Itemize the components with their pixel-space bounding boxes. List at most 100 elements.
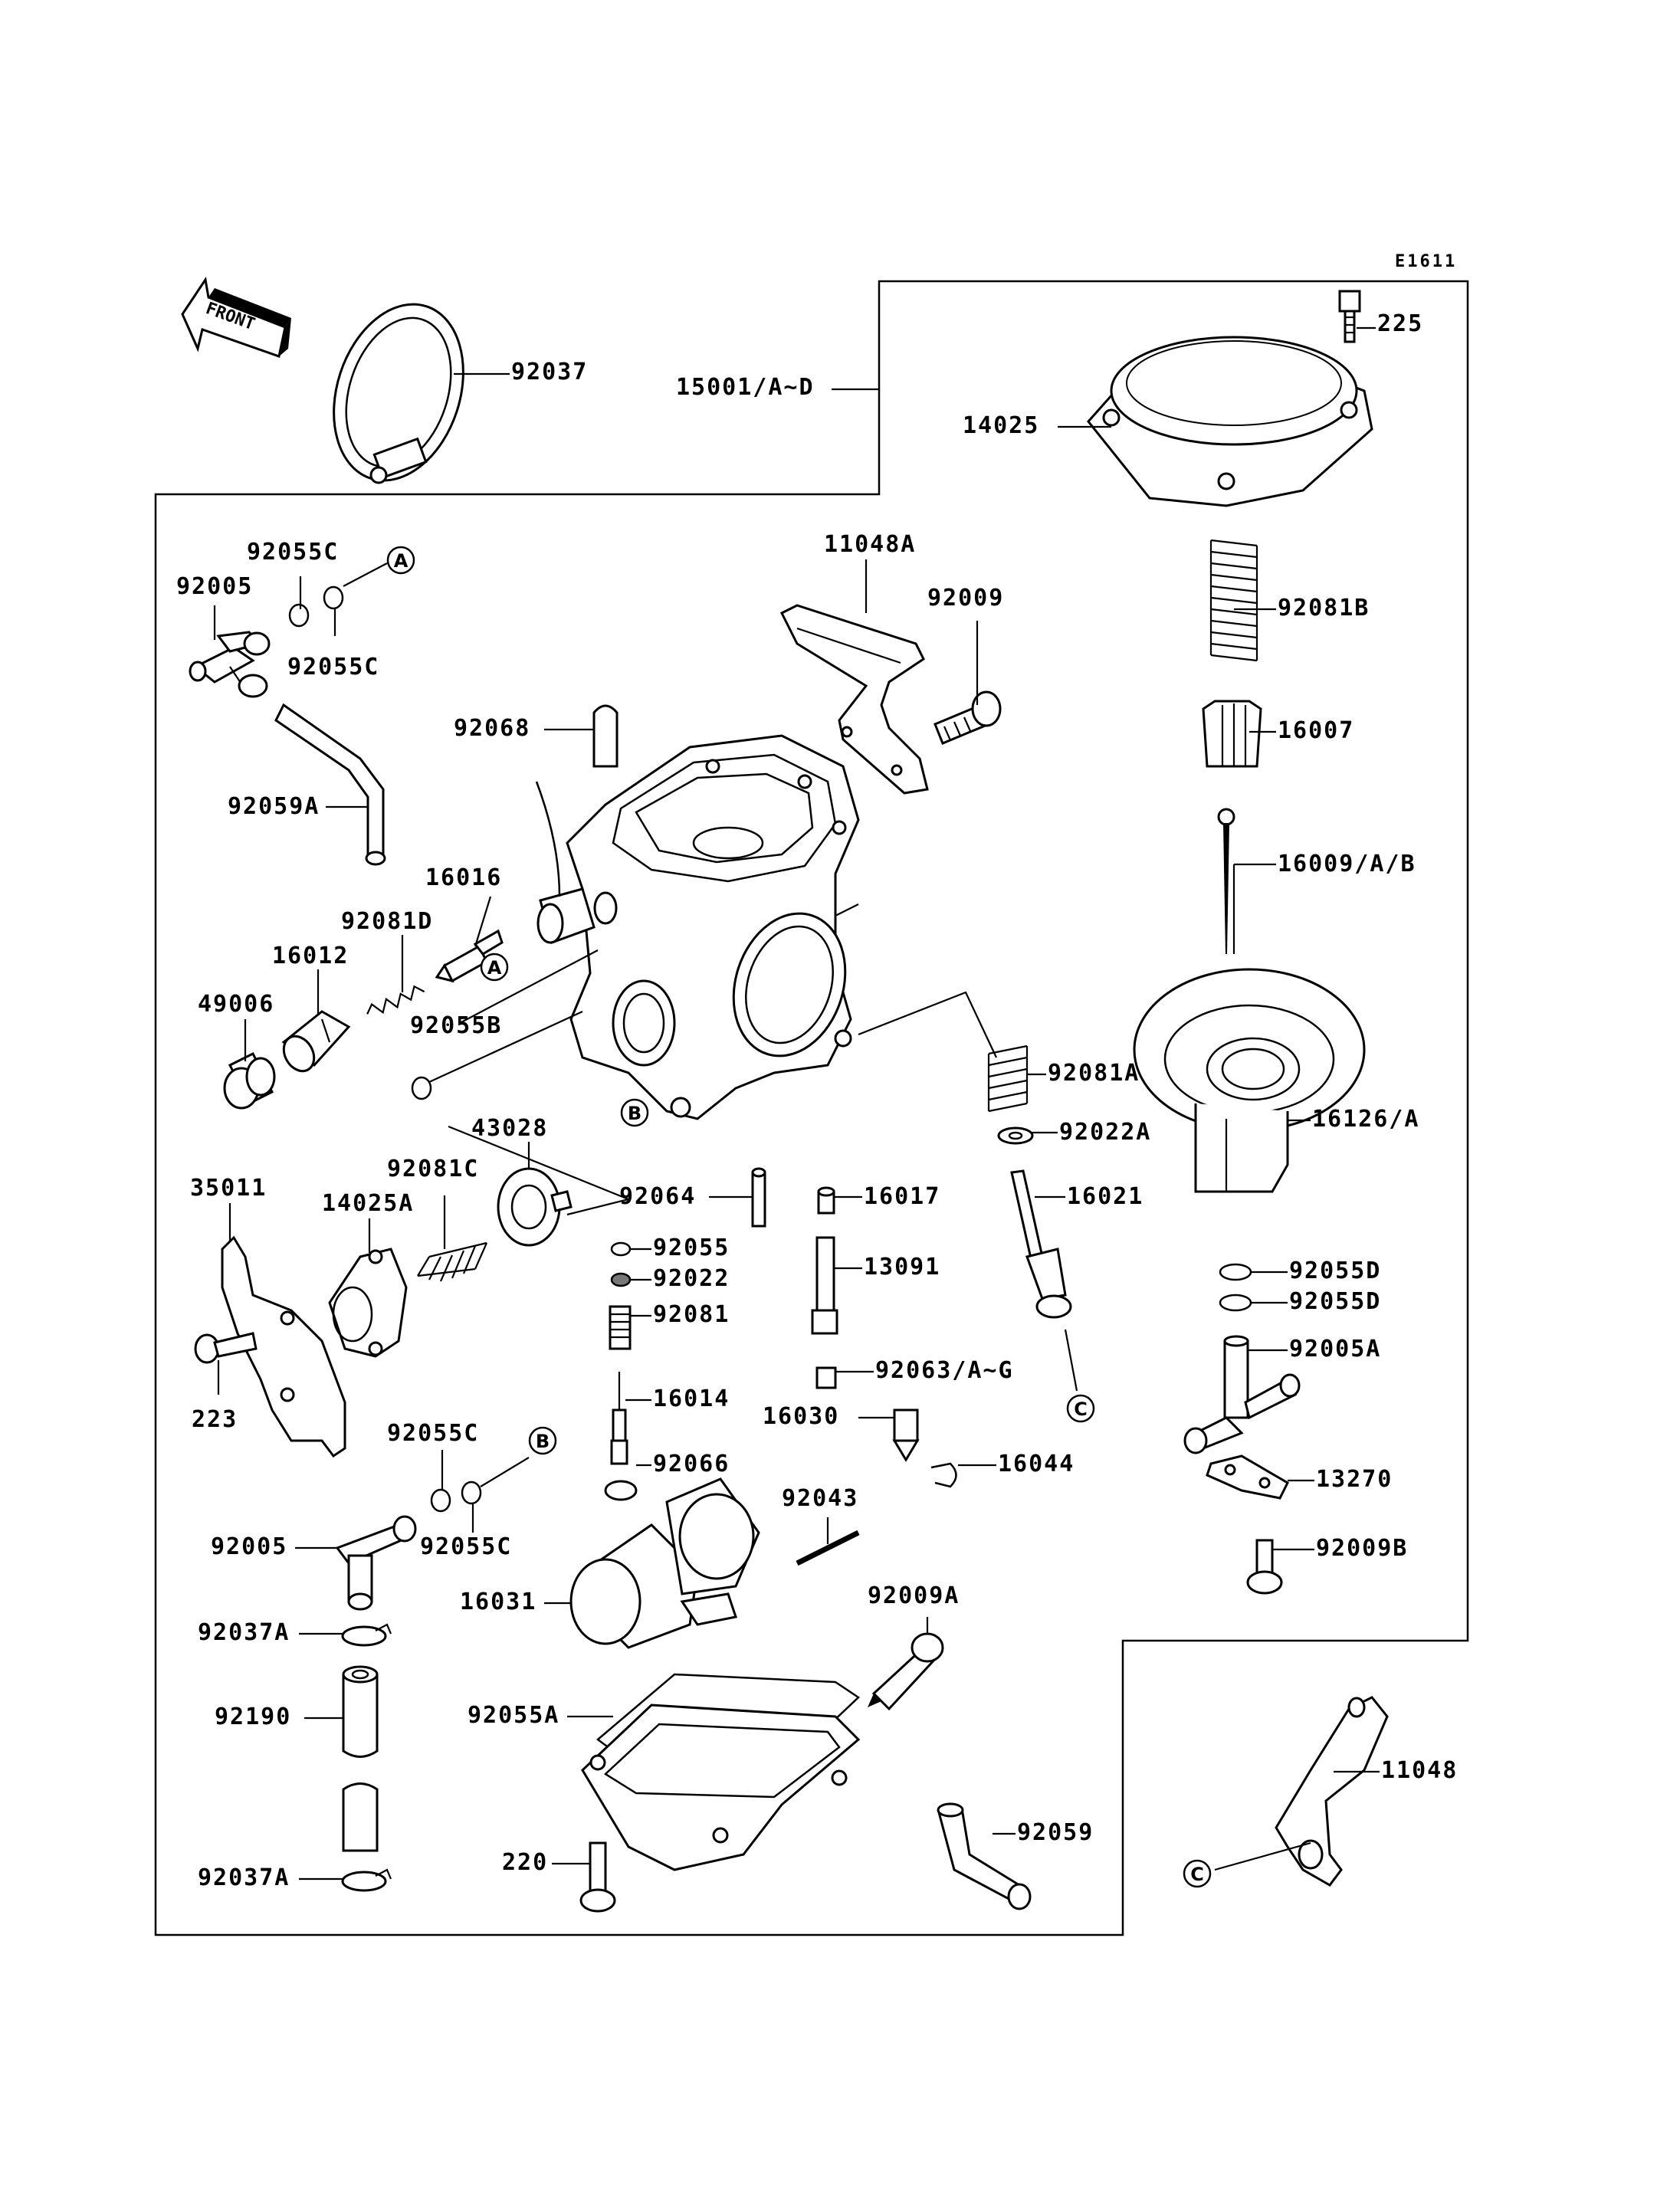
label-92037: 92037 xyxy=(511,359,588,385)
reference-circle-a-top: A xyxy=(386,546,415,575)
top-cover-14025 xyxy=(1087,336,1373,507)
svg-text:B: B xyxy=(628,1103,641,1124)
label-16016: 16016 xyxy=(425,864,502,891)
label-92055: 92055 xyxy=(653,1235,730,1261)
pilot-screw-16014 xyxy=(610,1372,628,1465)
label-92055c-2: 92055C xyxy=(287,654,379,680)
label-223: 223 xyxy=(192,1406,238,1433)
label-16009: 16009/A/B xyxy=(1278,851,1416,877)
label-11048a: 11048A xyxy=(824,531,916,558)
spring-92081c xyxy=(417,1241,488,1282)
label-92043: 92043 xyxy=(782,1485,858,1512)
fitting-92005a xyxy=(1183,1335,1301,1454)
spring-92081 xyxy=(609,1305,632,1350)
spring-92081d xyxy=(366,985,425,1015)
hose-92059 xyxy=(937,1802,1032,1910)
adjuster-16012 xyxy=(281,1010,351,1073)
label-92059a: 92059A xyxy=(228,793,320,820)
o-ring-92055c-3-shape xyxy=(430,1488,451,1513)
float-bowl xyxy=(581,1703,861,1871)
label-92081a: 92081A xyxy=(1048,1060,1140,1087)
label-225: 225 xyxy=(1377,310,1423,337)
spring-92081a xyxy=(987,1044,1029,1113)
label-92068: 92068 xyxy=(454,715,530,742)
label-92055a: 92055A xyxy=(468,1702,559,1729)
label-16031: 16031 xyxy=(460,1589,536,1615)
reference-circle-c-right: C xyxy=(1066,1394,1095,1423)
label-92055b: 92055B xyxy=(410,1012,502,1039)
main-jet-92063-shape xyxy=(815,1366,837,1389)
label-16044: 16044 xyxy=(998,1451,1075,1477)
plunger-16016 xyxy=(435,929,504,983)
assembly-frame xyxy=(154,280,1469,1936)
screw-225 xyxy=(1338,290,1361,343)
carburetor-body xyxy=(535,734,860,1120)
label-14025: 14025 xyxy=(963,412,1039,439)
label-92055d-2: 92055D xyxy=(1289,1288,1381,1315)
label-16021: 16021 xyxy=(1067,1183,1144,1210)
pin-92043 xyxy=(796,1530,860,1566)
cap-49006 xyxy=(223,1051,276,1110)
label-16126: 16126/A xyxy=(1312,1106,1419,1133)
spring-92081b xyxy=(1209,539,1258,662)
svg-text:C: C xyxy=(1190,1864,1204,1885)
screw-220 xyxy=(579,1841,616,1913)
front-arrow-icon: FRONT xyxy=(181,277,291,358)
o-ring-92055d-2-shape xyxy=(1219,1294,1252,1312)
label-15001: 15001/A~D xyxy=(676,374,815,401)
screw-92009b xyxy=(1246,1539,1283,1595)
label-35011: 35011 xyxy=(190,1175,267,1202)
svg-text:B: B xyxy=(536,1431,550,1452)
label-92066: 92066 xyxy=(653,1451,730,1477)
diaphragm-43028 xyxy=(497,1167,573,1247)
label-92081b: 92081B xyxy=(1278,595,1370,621)
o-ring-92055c-2-shape xyxy=(323,585,344,610)
leader-lines xyxy=(213,326,1380,1881)
svg-text:A: A xyxy=(487,957,502,979)
screw-223 xyxy=(194,1332,258,1364)
reference-circle-c-bracket: C xyxy=(1183,1859,1212,1888)
clip-16044 xyxy=(930,1462,957,1488)
label-14025a: 14025A xyxy=(322,1190,414,1217)
svg-text:C: C xyxy=(1074,1399,1088,1420)
label-92022: 92022 xyxy=(653,1265,730,1292)
clamp-92037a-1 xyxy=(341,1623,392,1647)
screw-16021 xyxy=(1010,1169,1072,1319)
label-92190: 92190 xyxy=(215,1703,291,1730)
tube-92190 xyxy=(342,1665,379,1852)
washer-92022-shape xyxy=(610,1272,632,1287)
o-ring-92055b-shape xyxy=(411,1076,432,1100)
svg-text:A: A xyxy=(394,550,409,572)
label-16017: 16017 xyxy=(864,1183,940,1210)
label-92009a: 92009A xyxy=(868,1582,960,1609)
label-16030: 16030 xyxy=(763,1403,839,1430)
label-92055c-3: 92055C xyxy=(387,1420,479,1447)
label-13270: 13270 xyxy=(1316,1466,1393,1493)
o-ring-92055-shape xyxy=(610,1241,632,1257)
clamp-band-92037 xyxy=(333,303,464,484)
reference-circle-b-lower: B xyxy=(528,1426,557,1455)
label-49006: 49006 xyxy=(198,991,274,1018)
reference-code: E1611 xyxy=(1395,252,1457,271)
washer-92022a xyxy=(997,1126,1034,1145)
label-92055c-1: 92055C xyxy=(247,539,339,566)
screw-92009 xyxy=(934,690,1002,745)
needle-jet-13091 xyxy=(811,1236,838,1335)
screw-92064 xyxy=(751,1167,766,1228)
fitting-92005-1 xyxy=(189,631,271,698)
label-92005-2: 92005 xyxy=(211,1533,287,1560)
fitting-92005-2 xyxy=(335,1515,417,1611)
label-92009: 92009 xyxy=(927,585,1004,612)
jet-needle-16009 xyxy=(1217,808,1235,954)
label-92064: 92064 xyxy=(619,1183,696,1210)
label-92081: 92081 xyxy=(653,1301,730,1328)
bracket-11048a xyxy=(779,604,929,795)
label-220: 220 xyxy=(502,1849,548,1876)
cover-14025a xyxy=(328,1248,408,1358)
label-16012: 16012 xyxy=(272,943,349,969)
label-92081c: 92081C xyxy=(387,1156,479,1182)
o-ring-92055d-1-shape xyxy=(1219,1263,1252,1281)
label-43028: 43028 xyxy=(471,1115,548,1142)
screw-92009a xyxy=(868,1632,944,1711)
